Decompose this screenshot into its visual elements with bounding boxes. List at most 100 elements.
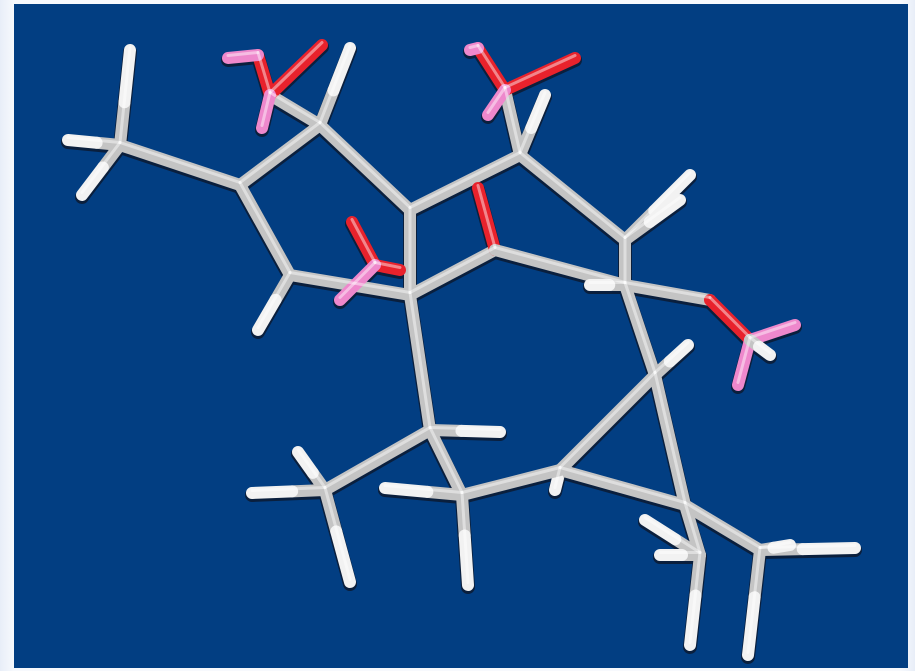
hydroxyl-hydrogen-bond xyxy=(222,49,264,64)
bond-highlight xyxy=(268,91,322,124)
carbon-bond xyxy=(619,279,716,306)
bond-highlight xyxy=(318,121,412,209)
bond-highlight xyxy=(408,151,522,209)
carbon-bond-half xyxy=(314,84,340,131)
oxygen-bond xyxy=(499,52,581,96)
bond-highlight xyxy=(653,371,687,504)
bond-highlight xyxy=(746,546,762,654)
hydroxyl-hydrogen-bond xyxy=(482,84,511,121)
bond-highlight xyxy=(643,516,702,554)
bond-group xyxy=(61,39,862,664)
bond-highlight xyxy=(476,44,507,89)
hydrogen-bond-half xyxy=(292,446,319,479)
bond-highlight xyxy=(260,91,272,127)
bond-highlight xyxy=(758,544,857,549)
hydrogen-bond-half xyxy=(252,293,282,336)
bond-highlight xyxy=(238,121,322,184)
bond-highlight xyxy=(748,321,797,339)
bond-highlight xyxy=(118,141,242,184)
hydrogen-bond-half xyxy=(684,589,702,651)
oxygen-bond xyxy=(704,294,756,346)
carbon-bond xyxy=(554,369,661,476)
bond-highlight xyxy=(683,501,762,549)
oxygen-bond xyxy=(252,49,276,101)
oxygen-bond xyxy=(472,182,501,256)
carbon-bond-half xyxy=(114,96,131,151)
hydrogen-bond-half xyxy=(379,482,434,498)
bond-highlight xyxy=(736,336,752,384)
carbon-bond xyxy=(404,149,526,216)
hydrogen-bond-half xyxy=(246,485,299,499)
carbon-bond xyxy=(554,464,691,511)
carbon-bond xyxy=(264,89,326,131)
bond-highlight xyxy=(373,261,402,269)
bond-highlight xyxy=(288,271,412,294)
hydrogen-bond-half xyxy=(330,525,356,588)
bond-highlight xyxy=(323,426,432,489)
bond-highlight xyxy=(408,291,432,429)
bond-highlight xyxy=(238,181,292,274)
hydrogen-bond-half xyxy=(639,514,682,546)
carbon-bond xyxy=(234,119,326,191)
hydrogen-bond-half xyxy=(648,169,696,217)
bond-highlight xyxy=(708,296,752,339)
hydrogen-bond-half xyxy=(455,424,506,438)
hydrogen-bond-half xyxy=(458,529,474,591)
bond-highlight xyxy=(296,448,327,489)
carbon-bond xyxy=(424,424,468,501)
hydroxyl-hydrogen-bond xyxy=(464,42,484,56)
bond-highlight xyxy=(503,54,577,89)
bond-highlight xyxy=(428,426,464,494)
carbon-bond-half xyxy=(748,544,766,604)
hydroxyl-hydrogen-bond xyxy=(732,334,756,391)
carbon-bond-half xyxy=(319,484,343,538)
bond-highlight xyxy=(256,51,272,94)
carbon-bond xyxy=(404,244,501,301)
carbon-bond xyxy=(234,179,296,281)
bond-highlight xyxy=(350,218,377,264)
bond-highlight xyxy=(256,271,292,329)
carbon-bond xyxy=(514,149,631,246)
bond-highlight xyxy=(558,466,687,504)
bond-highlight xyxy=(383,484,464,494)
carbon-bond xyxy=(404,289,436,436)
carbon-bond xyxy=(679,499,766,556)
bond-highlight xyxy=(688,551,702,644)
bond-highlight xyxy=(460,466,562,494)
hydroxyl-hydrogen-bond xyxy=(256,89,276,134)
bond-highlight xyxy=(623,281,657,374)
carbon-bond xyxy=(456,464,566,501)
bond-highlight xyxy=(553,466,562,489)
bond-highlight xyxy=(623,171,692,239)
carbon-bond xyxy=(499,84,526,161)
oxygen-bond xyxy=(346,216,381,271)
bond-highlight xyxy=(518,91,547,154)
bond-highlight xyxy=(503,86,522,154)
oxygen-bond xyxy=(264,39,328,101)
carbon-bond-half xyxy=(456,489,471,542)
bond-highlight xyxy=(226,51,260,57)
hydroxyl-hydrogen-bond xyxy=(744,319,801,346)
bond-highlight xyxy=(758,541,792,549)
bond-highlight xyxy=(80,141,122,194)
bond-highlight xyxy=(118,46,132,144)
bond-highlight xyxy=(66,136,122,144)
hydrogen-bond-half xyxy=(796,542,861,556)
bond-highlight xyxy=(558,371,657,469)
carbon-bond xyxy=(649,369,691,511)
hydrogen-bond-half xyxy=(62,134,103,149)
molecule-viewer[interactable] xyxy=(14,4,908,668)
bond-highlight xyxy=(748,336,772,354)
hydrogen-bond-half xyxy=(327,42,356,97)
carbon-bond xyxy=(319,424,436,496)
hydrogen-bond-half xyxy=(118,44,136,109)
carbon-bond xyxy=(114,139,246,191)
carbon-bond xyxy=(314,119,416,216)
oxygen-bond xyxy=(472,42,511,96)
bond-highlight xyxy=(323,486,352,581)
hydrogen-bond-half xyxy=(753,340,776,361)
bond-highlight xyxy=(493,246,627,284)
carbon-bond xyxy=(619,279,661,381)
hydrogen-bond-half xyxy=(767,539,796,554)
hydrogen-bond-half xyxy=(549,473,564,496)
